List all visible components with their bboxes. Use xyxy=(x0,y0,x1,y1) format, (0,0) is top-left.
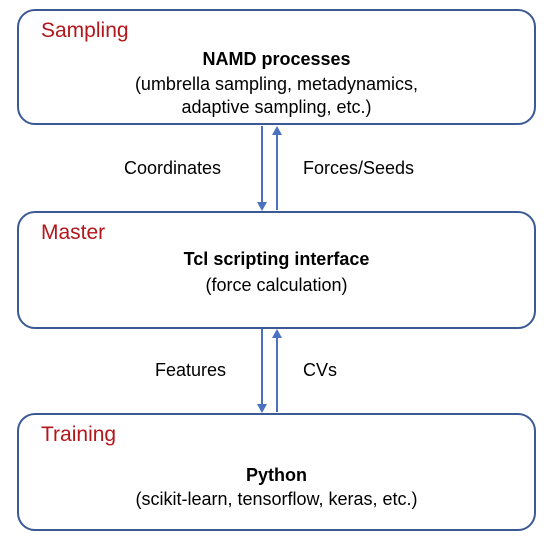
sampling-desc-line-2: adaptive sampling, etc.) xyxy=(181,97,372,117)
master-box: Master Tcl scripting interface (force ca… xyxy=(17,211,536,329)
arrow-down-coordinates xyxy=(257,126,267,211)
sampling-tag: Sampling xyxy=(41,19,129,42)
coordinates-label: Coordinates xyxy=(124,158,222,178)
master-tag: Master xyxy=(41,221,106,244)
cvs-label: CVs xyxy=(303,360,338,380)
sampling-desc-line-1: (umbrella sampling, metadynamics, xyxy=(134,74,419,94)
master-title: Tcl scripting interface xyxy=(183,249,370,269)
sampling-title: NAMD processes xyxy=(202,49,351,69)
features-label: Features xyxy=(155,360,227,380)
training-desc-line-1: (scikit-learn, tensorflow, keras, etc.) xyxy=(135,489,418,509)
forces-seeds-label: Forces/Seeds xyxy=(303,158,415,178)
training-tag: Training xyxy=(41,423,117,446)
training-box: Training Python (scikit-learn, tensorflo… xyxy=(17,413,536,531)
training-title: Python xyxy=(246,465,307,485)
arrow-down-features xyxy=(257,329,267,413)
sampling-box: Sampling NAMD processes (umbrella sampli… xyxy=(17,9,536,125)
master-desc-line-1: (force calculation) xyxy=(205,275,348,295)
arrow-up-cvs xyxy=(272,329,282,412)
arrow-up-forces-seeds xyxy=(272,126,282,210)
